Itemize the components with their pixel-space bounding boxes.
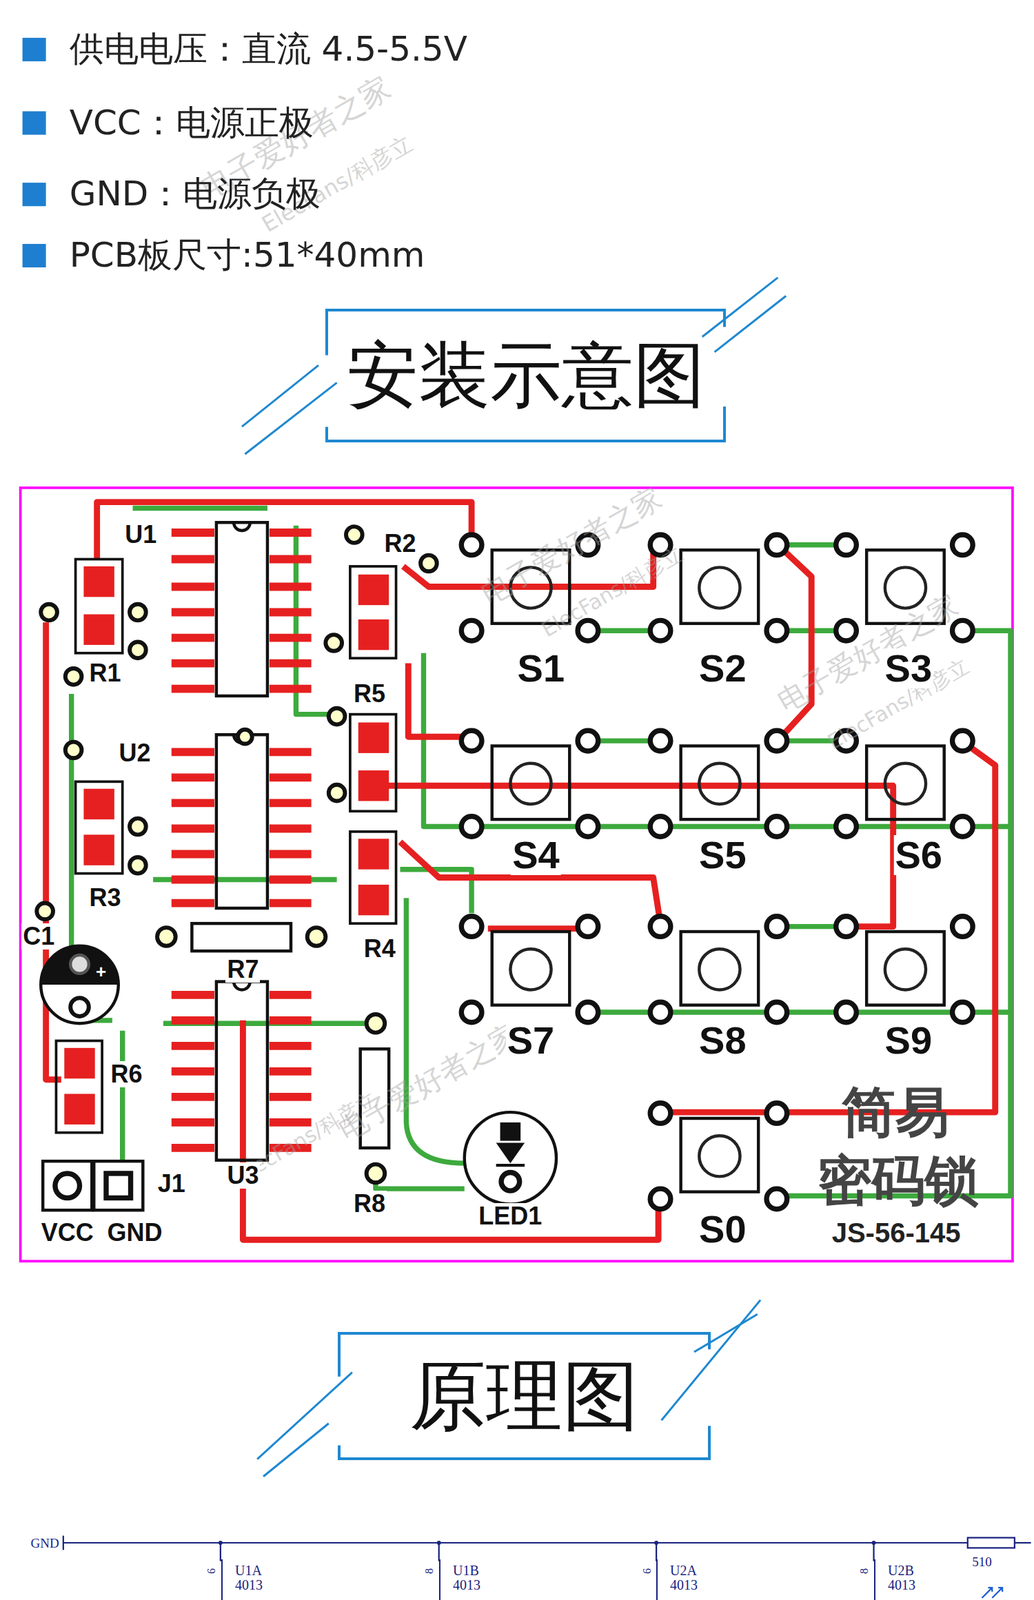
chip-name: U2B: [887, 1564, 1012, 1579]
watermark: 电子爱好者之家: [476, 483, 667, 610]
chip-box: U1A4013: [221, 1559, 360, 1600]
header-text: 原理图: [409, 1356, 640, 1438]
part-label: R2: [382, 530, 418, 557]
chip-pads: [171, 532, 312, 1149]
chip-box: U1B4013: [439, 1559, 577, 1600]
switch-label: S7: [505, 1020, 557, 1061]
schematic-wires: [63, 1536, 1032, 1599]
pin-number: 8: [423, 1568, 435, 1575]
capacitor-c1: [40, 946, 119, 1025]
connector-j1: [42, 1161, 143, 1211]
switch-label: S1: [516, 648, 567, 689]
part-label: U1: [123, 521, 158, 549]
switch-label: S9: [883, 1020, 935, 1061]
part-label: C1: [21, 923, 56, 950]
pin-number: 8: [858, 1568, 870, 1575]
part-label: GND: [105, 1220, 164, 1247]
part-label: J1: [156, 1171, 187, 1198]
green-traces: [71, 508, 1011, 1197]
spec-line: VCC：电源正极: [69, 105, 314, 140]
chip-box: U2A4013: [656, 1559, 795, 1600]
polarity-mark: +: [95, 962, 107, 981]
red-traces: [46, 502, 996, 1241]
header-text: 安装示意图: [346, 337, 706, 413]
board-title: 简易: [841, 1085, 950, 1140]
part-label: R6: [109, 1061, 145, 1088]
junction-dots: [218, 1541, 877, 1546]
switch-label: S3: [883, 648, 935, 689]
chip-name: U2A: [670, 1564, 795, 1579]
spec-line: 供电电压：直流 4.5-5.5V: [69, 31, 468, 67]
chip-name: U1B: [452, 1564, 577, 1579]
pin-number: 6: [641, 1568, 653, 1575]
pcb-outline: [20, 488, 1013, 1262]
part-label: VCC: [39, 1220, 96, 1247]
net-label: GND: [29, 1535, 61, 1551]
chip-type: 4013: [235, 1578, 360, 1594]
part-label: R1: [88, 660, 123, 687]
chip-name: U1A: [235, 1564, 360, 1579]
via-pads: [36, 526, 437, 1183]
section-header: 原理图: [337, 1331, 712, 1462]
bullet-squares: [22, 37, 47, 268]
part-label: R3: [88, 885, 123, 912]
led-symbol: [464, 1112, 557, 1205]
part-label: R5: [352, 681, 387, 708]
chip-type: 4013: [887, 1578, 1012, 1594]
switch-label: S6: [893, 835, 944, 876]
chip-bodies: [216, 522, 268, 1161]
switch-label: S5: [697, 835, 748, 876]
switch-label: S0: [697, 1209, 748, 1250]
part-label: R8: [352, 1191, 387, 1218]
part-label: R7: [225, 956, 260, 983]
part-label: U3: [225, 1162, 260, 1190]
spec-line: PCB板尺寸:51*40mm: [69, 237, 426, 273]
board-code: JS-56-145: [830, 1218, 963, 1248]
smd-resistors: [55, 559, 396, 1134]
part-label: U2: [117, 740, 152, 767]
chip-type: 4013: [452, 1578, 577, 1594]
pin-number: 6: [206, 1568, 218, 1575]
spec-line: GND：电源负极: [69, 176, 322, 211]
part-label: LED1: [477, 1203, 544, 1230]
switch-label: S8: [697, 1020, 748, 1061]
resistor-value: 510: [971, 1555, 992, 1569]
switches: [461, 534, 973, 1210]
frame-line: [326, 310, 725, 442]
frame-line: [339, 1333, 710, 1460]
switch-label: S4: [510, 835, 562, 876]
switch-label: S2: [697, 648, 748, 689]
chip-type: 4013: [670, 1578, 795, 1594]
part-label: R4: [362, 936, 398, 963]
board-title: 密码锁: [817, 1153, 979, 1208]
section-header: 安装示意图: [324, 308, 727, 444]
